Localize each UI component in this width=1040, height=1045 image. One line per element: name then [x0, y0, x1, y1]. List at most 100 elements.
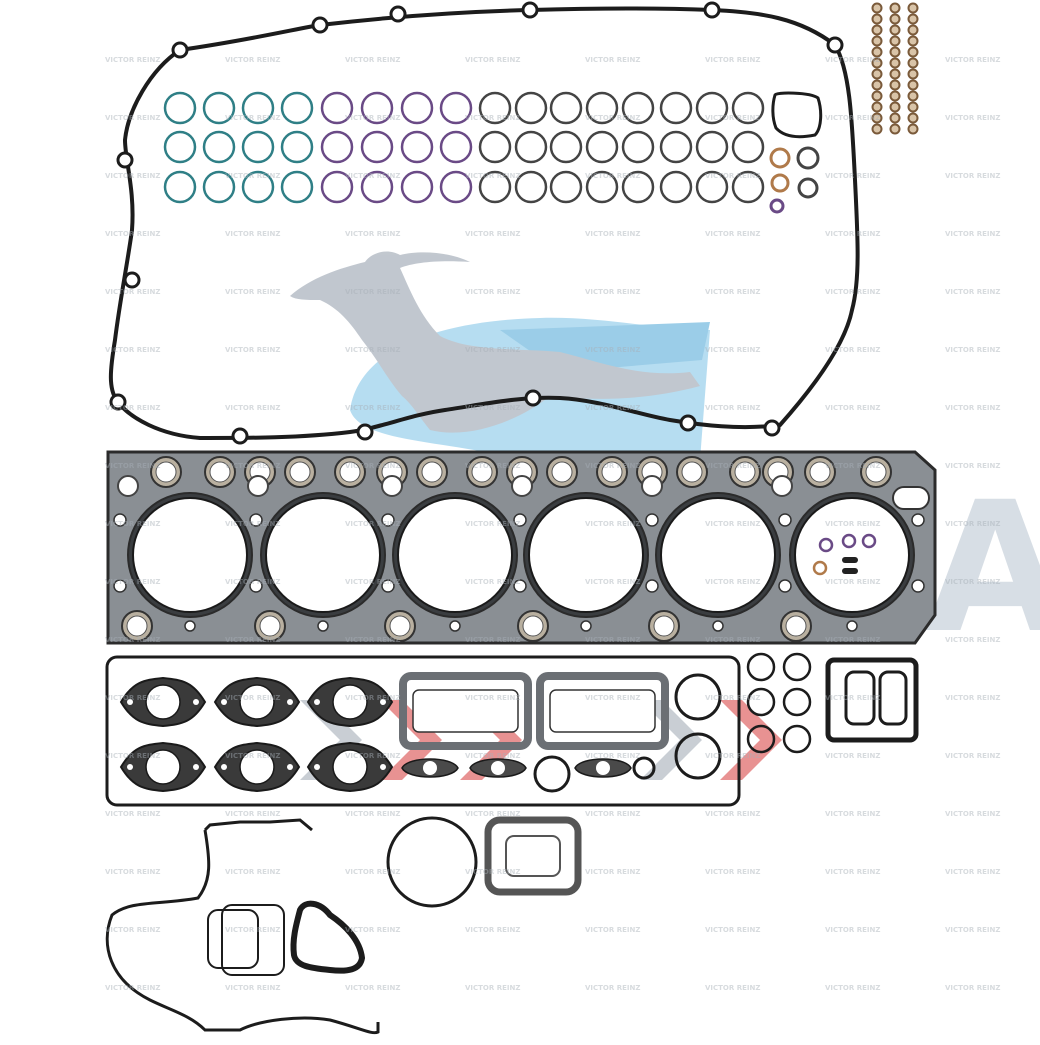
- brand-watermark-text: VICTOR REINZ: [825, 404, 880, 412]
- brand-watermark-text: VICTOR REINZ: [705, 926, 760, 934]
- brand-watermark-text: VICTOR REINZ: [945, 346, 1000, 354]
- brand-watermark-text: VICTOR REINZ: [585, 520, 640, 528]
- o-ring: [439, 170, 473, 204]
- large-o-ring: [386, 816, 478, 908]
- cylinder-bore: [265, 497, 381, 613]
- brand-watermark-text: VICTOR REINZ: [465, 636, 520, 644]
- oil-port: [247, 475, 269, 497]
- stem-seal: [907, 101, 919, 113]
- brand-watermark-text: VICTOR REINZ: [345, 462, 400, 470]
- bore-seal: [841, 533, 857, 549]
- intake-gasket-opening: [412, 689, 519, 733]
- bolt-hole: [645, 579, 659, 593]
- brand-watermark-text: VICTOR REINZ: [465, 288, 520, 296]
- brand-watermark-text: VICTOR REINZ: [585, 346, 640, 354]
- brand-watermark-text: VICTOR REINZ: [225, 288, 280, 296]
- o-ring: [478, 91, 512, 125]
- stem-seal: [889, 35, 901, 47]
- exhaust-bolt-hole: [127, 764, 133, 770]
- turbo-flange-gasket: [484, 816, 582, 896]
- oval-port: [892, 486, 930, 510]
- brand-watermark-text: VICTOR REINZ: [465, 346, 520, 354]
- exhaust-bolt-hole: [127, 699, 133, 705]
- o-ring: [621, 170, 655, 204]
- intake-gasket: [536, 672, 669, 750]
- brand-watermark-text: VICTOR REINZ: [465, 752, 520, 760]
- stem-seal: [907, 35, 919, 47]
- lower-port-hole: [259, 615, 281, 637]
- cylinder-bore: [794, 497, 910, 613]
- brand-watermark-text: VICTOR REINZ: [225, 56, 280, 64]
- flange-port: [596, 761, 610, 775]
- water-port-hole: [865, 461, 887, 483]
- brand-watermark-text: VICTOR REINZ: [705, 114, 760, 122]
- stem-seal: [871, 123, 883, 135]
- bore-seal: [812, 560, 828, 576]
- stem-seal: [889, 101, 901, 113]
- exhaust-port: [332, 684, 368, 720]
- o-ring: [514, 91, 548, 125]
- brand-watermark-text: VICTOR REINZ: [225, 636, 280, 644]
- brand-watermark-text: VICTOR REINZ: [825, 984, 880, 992]
- o-ring: [549, 91, 583, 125]
- exhaust-bolt-hole: [314, 699, 320, 705]
- oil-port: [511, 475, 533, 497]
- brand-watermark-text: VICTOR REINZ: [225, 984, 280, 992]
- brand-watermark-text: VICTOR REINZ: [705, 636, 760, 644]
- brand-watermark-text: VICTOR REINZ: [945, 752, 1000, 760]
- brand-watermark-text: VICTOR REINZ: [465, 984, 520, 992]
- oil-port: [641, 475, 663, 497]
- brand-watermark-text: VICTOR REINZ: [225, 520, 280, 528]
- cylinder-bores: [127, 492, 915, 618]
- cylinder-bore: [397, 497, 513, 613]
- stem-seal: [889, 46, 901, 58]
- bolt-loop: [231, 427, 249, 445]
- brand-watermark-text: VICTOR REINZ: [705, 520, 760, 528]
- brand-watermark-text: VICTOR REINZ: [705, 868, 760, 876]
- small-hole: [846, 620, 858, 632]
- brand-watermark-text: VICTOR REINZ: [585, 984, 640, 992]
- brand-watermark-text: VICTOR REINZ: [465, 56, 520, 64]
- exhaust-bolt-hole: [221, 699, 227, 705]
- stem-seal: [907, 2, 919, 14]
- brand-watermark-text: VICTOR REINZ: [465, 230, 520, 238]
- brand-watermark-text: VICTOR REINZ: [705, 288, 760, 296]
- brand-watermark-text: VICTOR REINZ: [705, 984, 760, 992]
- bolt-hole: [113, 579, 127, 593]
- brand-watermark-text: VICTOR REINZ: [945, 926, 1000, 934]
- lower-port-hole: [785, 615, 807, 637]
- brand-watermark-text: VICTOR REINZ: [945, 984, 1000, 992]
- valve-stem-seals: [871, 2, 919, 135]
- brand-watermark-text: VICTOR REINZ: [345, 984, 400, 992]
- brand-watermark-text: VICTOR REINZ: [225, 810, 280, 818]
- o-ring: [549, 130, 583, 164]
- seal-ring: [533, 755, 571, 793]
- brand-watermark-text: VICTOR REINZ: [465, 694, 520, 702]
- small-seal-ring: [782, 724, 812, 754]
- water-port-hole: [209, 461, 231, 483]
- exhaust-port: [145, 684, 181, 720]
- o-ring: [163, 91, 197, 125]
- water-port-hole: [155, 461, 177, 483]
- brand-watermark-text: VICTOR REINZ: [105, 114, 160, 122]
- brand-watermark-texts: VICTOR REINZ VICTOR REINZ VICTOR REINZ VICT…: [105, 56, 1000, 1045]
- small-o-ring: [769, 147, 791, 169]
- bolt-hole: [513, 513, 527, 527]
- seal-ring: [674, 732, 722, 780]
- stem-seal: [907, 46, 919, 58]
- brand-watermark-text: VICTOR REINZ: [225, 346, 280, 354]
- stem-seal: [907, 57, 919, 69]
- bolt-hole: [381, 579, 395, 593]
- thermostat-housing-gasket: [825, 657, 919, 743]
- o-ring: [360, 91, 394, 125]
- o-ring: [400, 170, 434, 204]
- small-o-ring: [796, 146, 820, 170]
- brand-watermark-text: VICTOR REINZ: [945, 868, 1000, 876]
- bolt-hole: [778, 579, 792, 593]
- exhaust-bolt-hole: [287, 699, 293, 705]
- o-ring: [695, 170, 729, 204]
- brand-watermark-text: VICTOR REINZ: [225, 926, 280, 934]
- exhaust-manifold-gasket: [306, 741, 394, 793]
- brand-watermark-text: VICTOR REINZ: [345, 636, 400, 644]
- o-ring: [202, 130, 236, 164]
